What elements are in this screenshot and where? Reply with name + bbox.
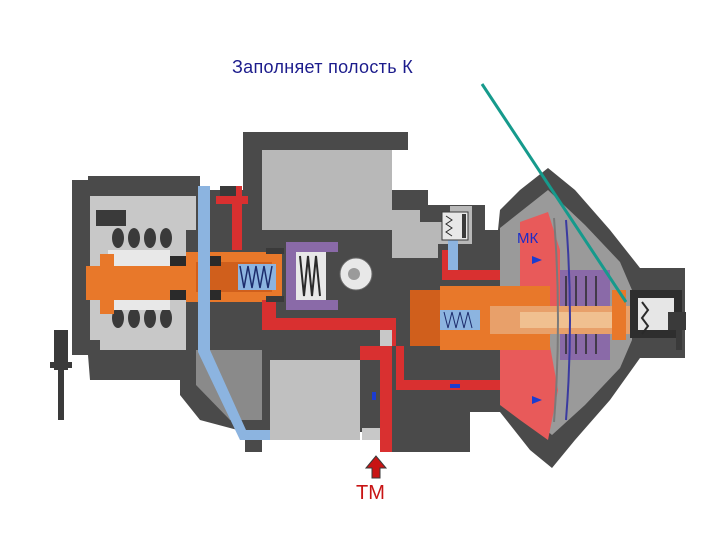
relay-valve [410, 212, 686, 440]
upper-cavity [262, 150, 472, 258]
middle-valve [266, 242, 373, 310]
top-small-valve [220, 186, 469, 241]
leader-line [480, 83, 628, 303]
left-check-valve [50, 330, 72, 420]
tm-label: ТМ [356, 482, 385, 504]
mk-label: МК [517, 230, 539, 247]
tm-inlet-arrow [364, 455, 388, 479]
flow-arrows [372, 256, 542, 404]
lower-diaphragm [500, 335, 558, 440]
lower-chamber [270, 360, 360, 440]
caption-text: Заполняет полость К [232, 57, 413, 77]
red-passages [216, 186, 500, 452]
